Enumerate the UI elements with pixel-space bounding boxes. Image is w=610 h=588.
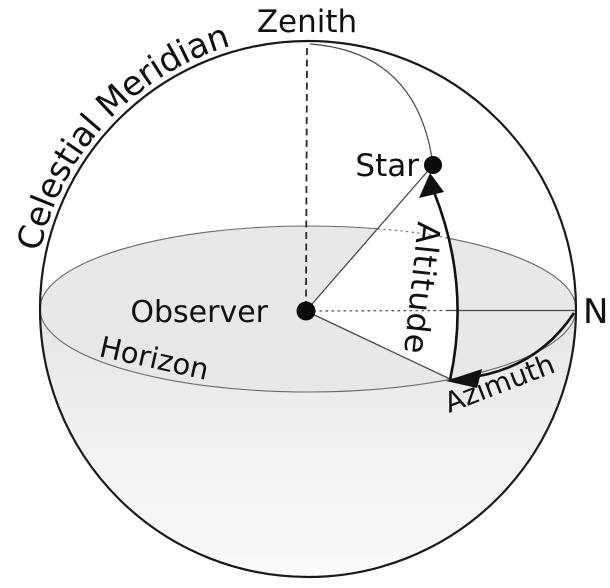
observer-dot bbox=[296, 301, 316, 321]
observer-star-line bbox=[305, 164, 434, 312]
zenith-dashed-line bbox=[305, 47, 308, 304]
zenith-star-arc bbox=[309, 43, 434, 166]
observer-label: Observer bbox=[130, 295, 268, 330]
horizon-edge-hidden-dotted bbox=[377, 228, 453, 240]
observer-horizon-point-line bbox=[305, 310, 451, 380]
lower-hemisphere-region bbox=[39, 309, 577, 578]
celestial-sphere-outline bbox=[38, 39, 578, 579]
star-dot bbox=[424, 156, 442, 174]
zenith-label: Zenith bbox=[257, 4, 357, 40]
altitude-arc bbox=[432, 191, 459, 381]
north-label: N bbox=[583, 292, 608, 332]
azimuth-arrowhead bbox=[446, 369, 482, 388]
vertical-plane-region bbox=[306, 165, 458, 380]
azimuth-arc bbox=[465, 312, 576, 380]
observer-north-hidden-dotted-line bbox=[313, 309, 450, 312]
altitude-arrowhead bbox=[419, 173, 444, 198]
star-label: Star bbox=[355, 148, 419, 184]
celestial-meridian-label: Celestial Meridian bbox=[10, 16, 234, 254]
